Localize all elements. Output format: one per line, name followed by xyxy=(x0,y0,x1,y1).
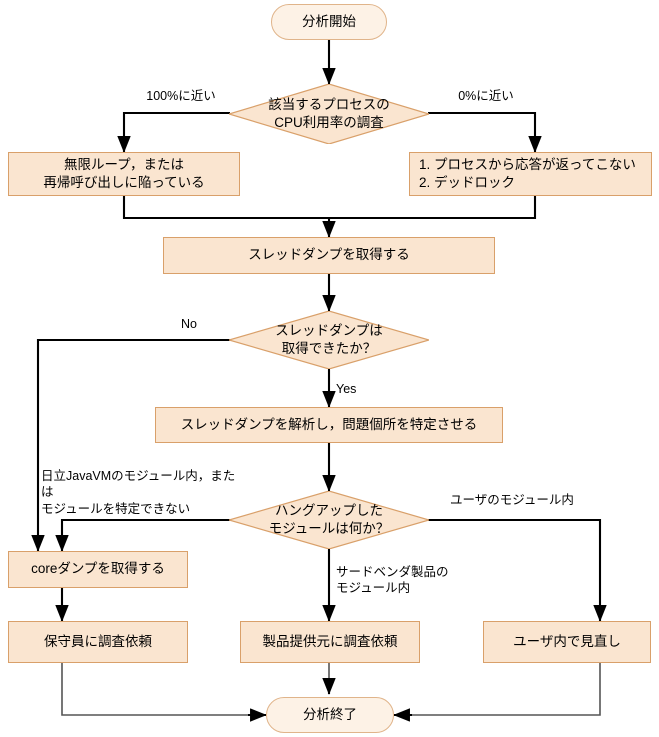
diamond-shape-hangup-module xyxy=(229,491,429,549)
node-box-maintenance-request-label: 保守員に調査依頼 xyxy=(44,633,152,649)
edge-noresp-to-join xyxy=(329,196,537,220)
diamond-shape-thread-dump xyxy=(229,311,429,369)
node-box-infinite-loop-label: 無限ループ，または 再帰呼び出しに陥っている xyxy=(43,156,205,190)
edge-cpu-low xyxy=(428,111,542,153)
node-decision-cpu-label: 該当するプロセスの CPU利用率の調査 xyxy=(268,96,390,130)
edge-hangup-hitachi xyxy=(55,518,231,552)
node-decision-cpu[interactable]: 該当するプロセスの CPU利用率の調査 xyxy=(229,84,429,144)
edge-cpu-high xyxy=(117,111,230,153)
edge-label-module-user: ユーザのモジュール内 xyxy=(450,493,574,507)
node-decision-thread-dump-label: スレッドダンプは 取得できたか？ xyxy=(275,322,383,356)
node-box-core-dump[interactable]: coreダンプを取得する xyxy=(8,551,188,588)
node-box-vendor-request-label: 製品提供元に調査依頼 xyxy=(262,633,398,649)
node-box-core-dump-label: coreダンプを取得する xyxy=(31,561,165,577)
edge-label-cpu-high: 100%に近い xyxy=(146,89,216,103)
node-box-infinite-loop[interactable]: 無限ループ，または 再帰呼び出しに陥っている xyxy=(8,152,240,196)
node-end[interactable]: 分析終了 xyxy=(266,697,394,733)
node-box-analyze-dump-label: スレッドダンプを解析し，問題個所を特定させる xyxy=(180,416,478,432)
edge-label-module-hitachi: 日立JavaVMのモジュール内，または モジュールを特定できない xyxy=(41,469,236,516)
edge-label-dump-yes: Yes xyxy=(336,382,357,396)
node-end-label: 分析終了 xyxy=(303,706,357,722)
node-box-user-review[interactable]: ユーザ内で見直し xyxy=(483,621,651,663)
node-box-thread-dump-label: スレッドダンプを取得する xyxy=(248,247,410,263)
node-box-no-response-label: 1. プロセスから応答が返ってこない 2. デッドロック xyxy=(419,156,636,190)
node-box-no-response[interactable]: 1. プロセスから応答が返ってこない 2. デッドロック xyxy=(409,152,652,196)
node-box-analyze-dump[interactable]: スレッドダンプを解析し，問題個所を特定させる xyxy=(155,407,503,443)
node-box-vendor-request[interactable]: 製品提供元に調査依頼 xyxy=(240,621,420,663)
edge-label-dump-no: No xyxy=(181,317,197,331)
diamond-shape-cpu xyxy=(229,84,429,144)
node-box-thread-dump[interactable]: スレッドダンプを取得する xyxy=(163,237,495,274)
edge-loop-to-dump xyxy=(122,196,336,238)
node-decision-hangup-module[interactable]: ハングアップした モジュールは何か？ xyxy=(229,491,429,549)
edge-userreview-to-end-line xyxy=(398,663,601,716)
edge-label-cpu-low: 0%に近い xyxy=(458,89,514,103)
node-start-label: 分析開始 xyxy=(302,13,356,29)
node-decision-hangup-module-label: ハングアップした モジュールは何か？ xyxy=(268,502,390,536)
node-decision-thread-dump[interactable]: スレッドダンプは 取得できたか？ xyxy=(229,311,429,369)
edge-label-module-thirdparty: サードベンダ製品の モジュール内 xyxy=(336,565,449,596)
edge-maintenance-to-end-line xyxy=(61,663,262,716)
node-box-maintenance-request[interactable]: 保守員に調査依頼 xyxy=(8,621,188,663)
edge-dump-no xyxy=(31,338,231,552)
node-start[interactable]: 分析開始 xyxy=(271,4,387,40)
node-box-user-review-label: ユーザ内で見直し xyxy=(513,633,621,649)
